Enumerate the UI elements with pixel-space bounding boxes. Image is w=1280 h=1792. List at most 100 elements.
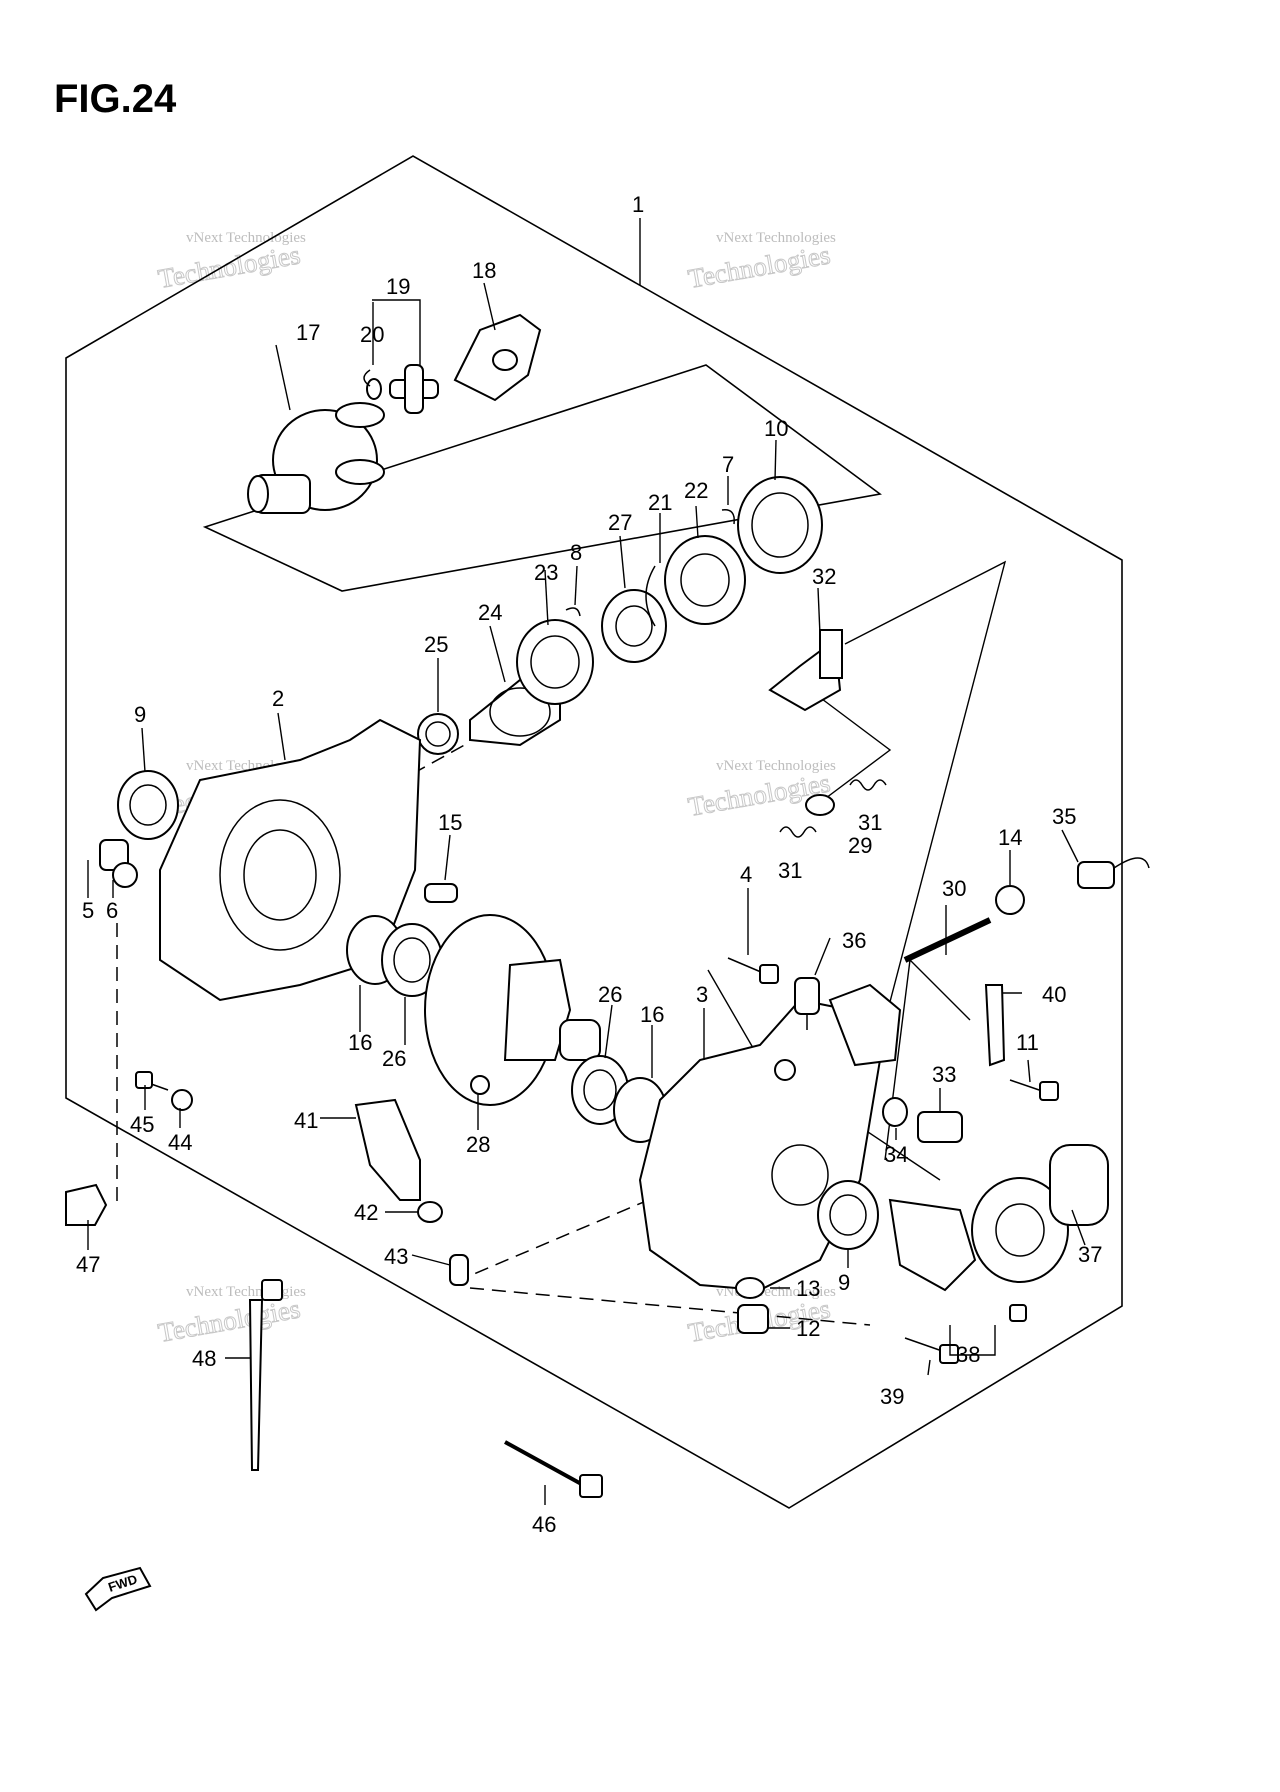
callout-43: 43 [384, 1244, 408, 1269]
callout-48: 48 [192, 1346, 216, 1371]
dashed-leader [454, 1139, 791, 1283]
part-42-clamp[interactable] [417, 1201, 443, 1223]
watermark-outline: Technologies [686, 239, 833, 293]
part-17-flange[interactable] [247, 402, 385, 514]
part-11-bolt[interactable] [1009, 1079, 1059, 1101]
part-35-sensor[interactable] [1077, 857, 1150, 889]
part-23-bearing[interactable] [516, 619, 594, 705]
callout-4: 4 [740, 862, 752, 887]
part-4-bolt[interactable] [727, 957, 779, 984]
callout-20: 20 [360, 322, 384, 347]
callout-32: 32 [812, 564, 836, 589]
callout-9a: 9 [134, 702, 146, 727]
part-21-snap-ring[interactable] [645, 565, 656, 627]
callout-25: 25 [424, 632, 448, 657]
watermark-outline: Technologies [686, 767, 833, 821]
callout-33: 33 [932, 1062, 956, 1087]
watermark-text: vNext Technologies [716, 230, 836, 246]
callout-1: 1 [632, 192, 644, 217]
dashed-leader [469, 1287, 871, 1326]
part-48-cable-tie[interactable] [248, 1279, 283, 1471]
part-8-snap-ring[interactable] [565, 607, 581, 617]
part-7-clip[interactable] [721, 509, 735, 525]
callout-6: 6 [106, 898, 118, 923]
callout-12: 12 [796, 1316, 820, 1341]
part-31-spring[interactable] [779, 826, 817, 838]
part-43-vent[interactable] [449, 1254, 469, 1286]
part-30-rod[interactable] [903, 917, 992, 963]
part-36-switch[interactable] [794, 977, 820, 1030]
part-46-bolt[interactable] [504, 1440, 603, 1498]
callout-21: 21 [648, 490, 672, 515]
part-29-pin[interactable] [805, 794, 835, 816]
assembly-outline-box [65, 155, 1123, 1509]
callout-35: 35 [1052, 804, 1076, 829]
callout-26a: 26 [382, 1046, 406, 1071]
part-9-oil-seal[interactable] [817, 1180, 879, 1250]
part-44-washer[interactable] [171, 1089, 193, 1111]
callout-44: 44 [168, 1130, 192, 1155]
callout-31a: 31 [778, 858, 802, 883]
callout-8: 8 [570, 540, 582, 565]
watermark-outline: Technologies [156, 239, 303, 293]
bracket-leader [809, 689, 892, 811]
callout-10: 10 [764, 416, 788, 441]
part-19-spider[interactable] [366, 364, 439, 414]
part-45-bolt[interactable] [135, 1071, 169, 1091]
part-18-yoke[interactable] [453, 313, 542, 402]
callout-42: 42 [354, 1200, 378, 1225]
part-6-gasket[interactable] [112, 862, 138, 888]
callout-45: 45 [130, 1112, 154, 1137]
callout-28: 28 [466, 1132, 490, 1157]
callout-36: 36 [842, 928, 866, 953]
callout-22: 22 [684, 478, 708, 503]
part-41-boot[interactable] [354, 1098, 421, 1201]
part-12-filler-plug[interactable] [737, 1304, 769, 1334]
callout-24: 24 [478, 600, 502, 625]
callout-16b: 16 [640, 1002, 664, 1027]
watermark-text: vNext Technologies [186, 230, 306, 246]
part-33-shaft[interactable] [917, 1111, 963, 1143]
callout-31b: 31 [858, 810, 882, 835]
part-40-clip[interactable] [984, 984, 1006, 1067]
part-9-oil-seal[interactable] [117, 770, 179, 840]
callout-7: 7 [722, 452, 734, 477]
callout-47: 47 [76, 1252, 100, 1277]
callout-34: 34 [884, 1142, 908, 1167]
part-37-actuator[interactable] [971, 1144, 1109, 1283]
part-31-spring[interactable] [849, 779, 887, 791]
callout-38: 38 [956, 1342, 980, 1367]
part-34-o-ring[interactable] [882, 1097, 908, 1127]
watermark-outline: Technologies [156, 1293, 303, 1347]
part-13-gasket[interactable] [735, 1277, 765, 1299]
callout-16a: 16 [348, 1030, 372, 1055]
part-32-bracket[interactable] [768, 629, 843, 712]
callout-30: 30 [942, 876, 966, 901]
callout-9b: 9 [838, 1270, 850, 1295]
callout-27: 27 [608, 510, 632, 535]
part-10-oil-seal[interactable] [737, 476, 823, 574]
part-27-collar[interactable] [601, 589, 667, 663]
callout-labels: 1 2 3 4 5 6 7 8 9 9 10 11 12 13 14 15 16… [76, 192, 1102, 1537]
bracket-leader [844, 560, 1007, 1041]
part-14-plug[interactable] [995, 885, 1025, 915]
callout-15: 15 [438, 810, 462, 835]
callout-41: 41 [294, 1108, 318, 1133]
part-15-dowel-pin[interactable] [424, 883, 458, 903]
callout-40: 40 [1042, 982, 1066, 1007]
part-28-ring-gear-differential[interactable] [424, 914, 601, 1106]
part-47-nut[interactable] [65, 1183, 108, 1226]
part-25-bearing[interactable] [417, 713, 459, 755]
callout-23: 23 [534, 560, 558, 585]
figure-title: FIG.24 [54, 77, 177, 121]
part-22-bearing[interactable] [664, 535, 746, 625]
callout-2: 2 [272, 686, 284, 711]
callout-26b: 26 [598, 982, 622, 1007]
part-38-bracket[interactable] [888, 1198, 1027, 1322]
watermark-text: vNext Technologies [716, 758, 836, 774]
part-39-bolt[interactable] [904, 1337, 959, 1364]
subassembly-box-yoke [202, 364, 882, 592]
callout-39: 39 [880, 1384, 904, 1409]
part-20-clip[interactable] [363, 369, 371, 387]
